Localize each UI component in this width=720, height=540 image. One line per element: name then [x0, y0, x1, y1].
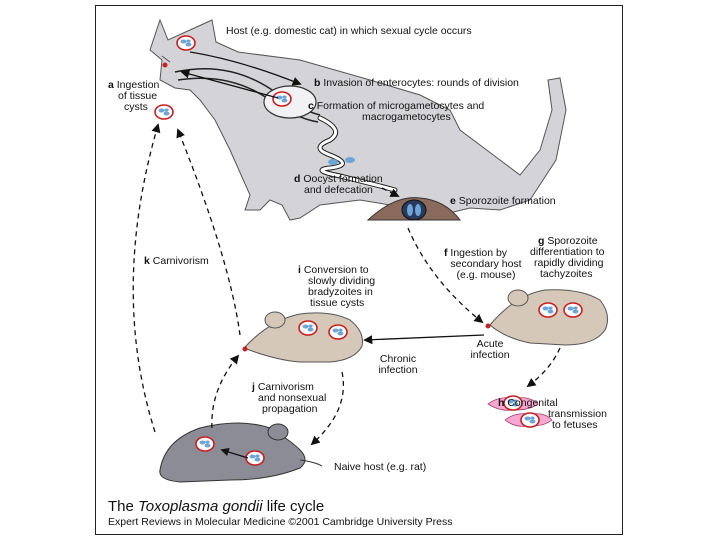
label-i: i Conversion to — [298, 264, 369, 276]
label-chronic: Chronic — [379, 353, 417, 365]
fetuses — [487, 395, 553, 428]
cat-mouth-icon — [162, 62, 168, 68]
label-b: b Invasion of enterocytes: rounds of div… — [314, 77, 519, 89]
label-naive-host: Naive host (e.g. rat) — [334, 461, 427, 473]
label-d: d Oocyst formation — [294, 173, 383, 185]
label-a: a Ingestion — [108, 79, 160, 91]
label-i-line2: slowly dividing — [308, 275, 376, 287]
mouse-chronic — [242, 311, 363, 363]
label-i-line3: bradyzoites in — [308, 286, 373, 298]
label-f-line3: (e.g. mouse) — [456, 269, 516, 281]
label-g-line3: rapidly dividing — [534, 257, 604, 269]
label-acute-line2: infection — [470, 349, 510, 361]
label-i-line4: tissue cysts — [310, 297, 365, 309]
label-d-line2: and defecation — [304, 184, 373, 196]
label-a-line2: of tissue — [118, 90, 158, 102]
label-c: c Formation of microgametocytes and — [308, 100, 485, 112]
oocyst-sporozoites — [366, 197, 462, 221]
label-h-line3: to fetuses — [552, 419, 598, 431]
label-g: g Sporozoite — [538, 235, 598, 247]
label-chronic-line2: infection — [378, 364, 418, 376]
label-k: k Carnivorism — [144, 255, 209, 267]
rat-naive-host — [159, 422, 323, 483]
label-f-line2: secondary host — [450, 258, 522, 270]
cat-host — [149, 18, 567, 221]
mouse-acute — [485, 289, 609, 346]
label-j-line3: propagation — [262, 403, 318, 415]
label-c-line2: macrogametocytes — [362, 111, 451, 123]
label-j-line2: and nonsexual — [258, 392, 327, 404]
label-a-line3: cysts — [124, 101, 148, 113]
label-g-line2: differentiation to — [530, 246, 605, 258]
label-acute: Acute — [476, 338, 504, 350]
figure-credit: Expert Reviews in Molecular Medicine ©20… — [108, 516, 453, 528]
label-e: e Sporozoite formation — [450, 195, 556, 207]
label-host: Host (e.g. domestic cat) in which sexual… — [226, 25, 472, 37]
label-g-line4: tachyzoites — [540, 268, 593, 280]
label-j: j Carnivorism — [252, 381, 314, 393]
label-h-line2: transmission — [548, 408, 607, 420]
label-h: h Congenital — [498, 397, 558, 409]
label-f: f Ingestion by — [444, 247, 508, 259]
figure-title: The Toxoplasma gondii life cycle — [108, 498, 325, 515]
